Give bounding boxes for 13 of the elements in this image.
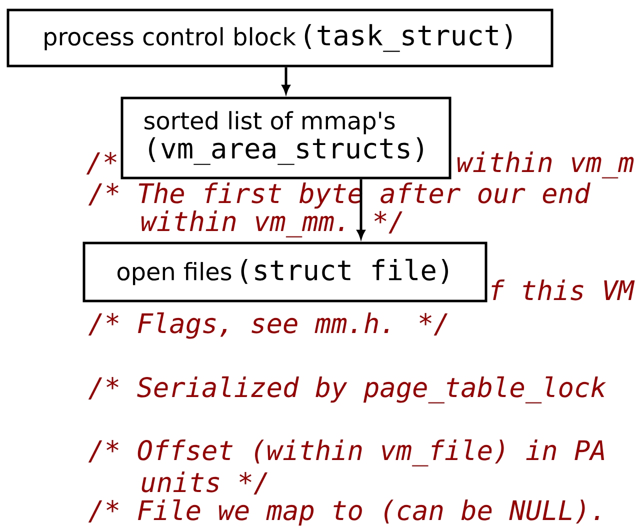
struct-box: process control block (task_struct) [6,8,554,68]
struct-box: open files (struct file) [82,242,488,302]
comment-text: within vm_m [457,152,634,178]
comment-text: /* [86,152,116,174]
comment-text: /* Serialized by page_table_lock [88,376,606,404]
comment-text: units */ [142,472,268,494]
arrow [282,67,290,94]
comment-text: /* The first byte after our end [88,182,590,209]
comment-text: /* Offset (within vm_file) in PA [88,439,604,466]
comment-text: within vm_mm. */ [141,210,402,238]
arrow [357,179,365,238]
comment-text: /* File we map to (can be NULL). [88,499,599,526]
struct-box: sorted list of mmap's (vm_area_structs) [120,96,452,180]
